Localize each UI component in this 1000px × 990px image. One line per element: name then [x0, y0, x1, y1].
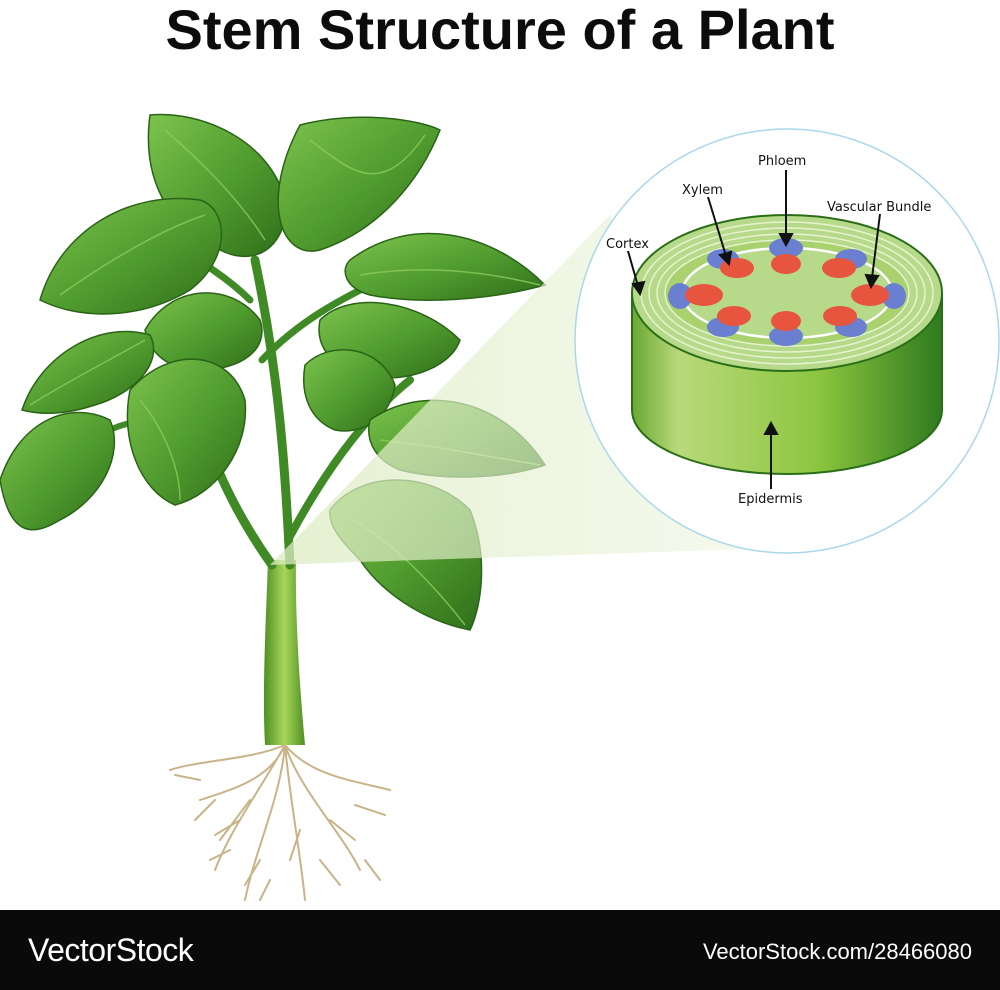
xylem-mark	[771, 254, 801, 274]
vascular-bundle-top-right	[822, 249, 867, 278]
phloem-mark	[769, 238, 803, 258]
footer-stock-id: VectorStock.com/28466080	[702, 939, 972, 964]
cortex-label: Cortex	[606, 237, 649, 252]
vascular-bundle-bottom-left	[707, 306, 751, 337]
phloem-label: Phloem	[758, 154, 806, 169]
phloem-mark	[668, 283, 692, 309]
vascular-bundle-bottom-right	[823, 306, 867, 337]
xylem-label: Xylem	[682, 183, 723, 198]
xylem-mark	[822, 258, 856, 278]
phloem-mark	[769, 326, 803, 346]
epidermis-label: Epidermis	[738, 492, 803, 507]
xylem-mark	[851, 284, 889, 306]
stem-diagram: Phloem Xylem Vascular Bundle Cortex Epid…	[0, 113, 1000, 901]
vascular-bundle-arrow	[871, 213, 881, 279]
leader-arrows	[627, 170, 881, 489]
page-title: Stem Structure of a Plant	[165, 0, 835, 61]
xylem-mark	[717, 306, 751, 326]
phloem-mark	[882, 283, 906, 309]
xylem-mark	[685, 284, 723, 306]
cortex-arrow	[627, 250, 639, 287]
vascular-bundle-label: Vascular Bundle	[827, 200, 931, 215]
vascular-bundle-left	[668, 283, 723, 309]
xylem-mark	[823, 306, 857, 326]
vascular-bundle-bottom	[769, 311, 803, 346]
footer-bar: VectorStock VectorStock.com/28466080	[0, 910, 1000, 990]
stem-cross-section	[631, 214, 943, 475]
footer-brand: VectorStock	[28, 932, 194, 968]
vascular-bundle-top	[769, 238, 803, 274]
vascular-bundle-right	[851, 283, 906, 309]
xylem-arrow	[707, 196, 727, 257]
roots	[169, 744, 391, 901]
xylem-mark	[771, 311, 801, 331]
